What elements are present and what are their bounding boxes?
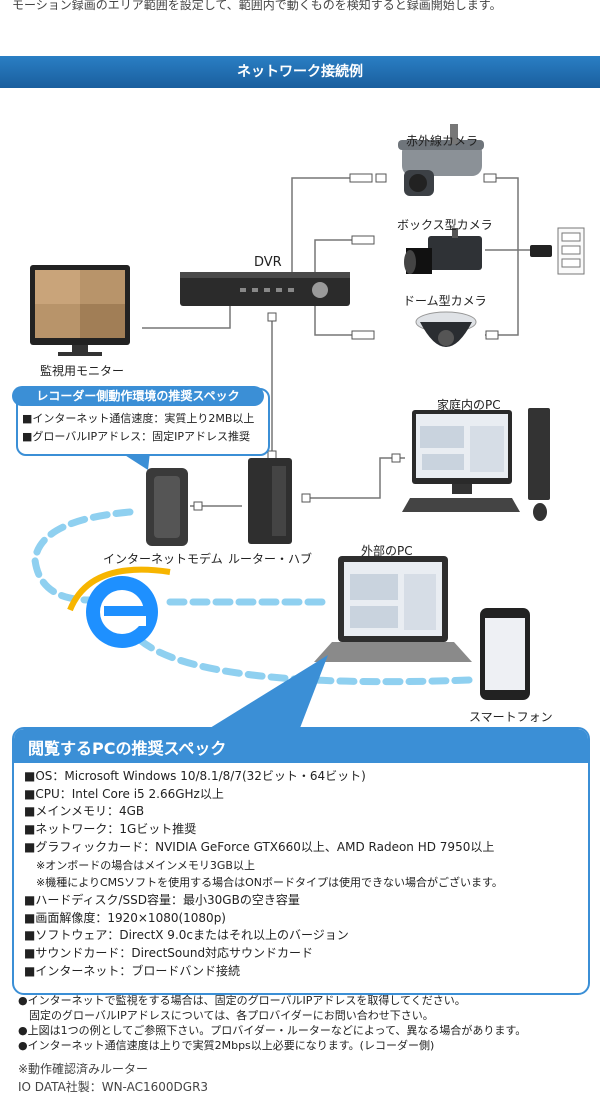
recorder-spec-list: ■インターネット通信速度：実質上り2MB以上 ■グローバルIPアドレス：固定IP… [22, 410, 254, 446]
surveillance-monitor-icon [30, 265, 130, 356]
network-diagram [30, 124, 585, 728]
pc-spec-title: 閲覧するPCの推奨スペック [28, 739, 227, 758]
note-item: 固定のグローバルIPアドレスについては、各プロバイダーにお問い合わせ下さい。 [18, 1009, 434, 1022]
note-item: ●インターネットで監視をする場合は、固定のグローバルIPアドレスを取得してくださ… [18, 994, 466, 1007]
footer-note: ※動作確認済みルーター [18, 1062, 149, 1076]
home-pc-label: 家庭内のPC [437, 398, 501, 412]
power-outlet-icon [530, 227, 585, 275]
recorder-spec-pointer [120, 452, 150, 470]
pc-spec-box: 閲覧するPCの推奨スペック [12, 727, 590, 995]
pc-spec-item: ■ソフトウェア：DirectX 9.0cまたはそれ以上のバージョン [24, 928, 349, 943]
pc-spec-item: ■グラフィックカード：NVIDIA GeForce GTX660以上、AMD R… [24, 839, 495, 854]
pc-spec-pointer [210, 655, 328, 728]
pc-spec-item: ■ネットワーク：1Gビット推奨 [24, 822, 197, 837]
pc-spec-item: ■インターネット：ブロードバンド接続 [24, 963, 240, 978]
smartphone-icon [480, 608, 530, 700]
pc-spec-subnote: ※オンボードの場合はメインメモリ3GB以上 [36, 858, 255, 872]
router-hub-icon [248, 458, 292, 544]
notes-list: ●インターネットで監視をする場合は、固定のグローバルIPアドレスを取得してくださ… [18, 993, 526, 1053]
monitor-label: 監視用モニター [40, 364, 125, 378]
pc-spec-item: ■OS：Microsoft Windows 10/8.1/8/7(32ビット・6… [24, 769, 366, 783]
ir-camera-label: 赤外線カメラ [406, 134, 479, 148]
intro-text: モーション録画のエリア範囲を設定して、範囲内で動くものを検知すると録画開始します… [12, 0, 502, 12]
dome-camera-icon [415, 311, 477, 347]
pc-spec-item: ■CPU：Intel Core i5 2.66GHz以上 [24, 786, 224, 801]
footer-model: IO DATA社製：WN-AC1600DGR3 [18, 1080, 209, 1094]
cables [142, 177, 545, 507]
note-item: ●インターネット通信速度は上りで実質2Mbps以上必要になります。(レコーダー側… [18, 1039, 435, 1052]
dvr-icon [180, 272, 350, 306]
pc-spec-subnote: ※機種によりCMSソフトを使用する場合はONボードタイプは使用できない場合がござ… [36, 876, 503, 890]
pc-spec-list: ■OS：Microsoft Windows 10/8.1/8/7(32ビット・6… [24, 768, 503, 980]
section-header: ネットワーク接続例 [0, 56, 600, 88]
router-label: ルーター・ハブ [228, 552, 313, 566]
pc-spec-header: 閲覧するPCの推奨スペック [14, 729, 588, 763]
modem-label: インターネットモデム [103, 552, 223, 566]
browser-logo-icon [67, 566, 171, 648]
dvr-label: DVR [254, 255, 282, 270]
recorder-spec-item: ■インターネット通信速度：実質上り2MB以上 [22, 412, 255, 425]
pc-spec-item: ■ハードディスク/SSD容量：最小30GBの空き容量 [24, 892, 300, 907]
section-title: ネットワーク接続例 [237, 64, 363, 80]
note-item: ●上図は1つの例としてご参照下さい。プロバイダー・ルーターなどによって、異なる場… [18, 1024, 527, 1037]
smartphone-label: スマートフォン [469, 710, 553, 724]
pc-spec-item: ■メインメモリ：4GB [24, 804, 145, 819]
home-pc-icon [402, 408, 550, 521]
internet-connections [31, 508, 474, 686]
ir-camera-icon [398, 124, 484, 196]
box-camera-icon [404, 228, 482, 274]
outside-pc-label: 外部のPC [361, 544, 413, 558]
dome-camera-label: ドーム型カメラ [403, 294, 487, 308]
internet-modem-icon [146, 468, 188, 546]
outside-pc-icon [314, 556, 472, 662]
connectors [193, 173, 499, 511]
recorder-spec-title: レコーダー側動作環境の推奨スペック [12, 386, 264, 406]
pc-spec-item: ■画面解像度：1920×1080(1080p) [24, 910, 226, 925]
recorder-spec-item: ■グローバルIPアドレス：固定IPアドレス推奨 [22, 430, 251, 443]
box-camera-label: ボックス型カメラ [397, 218, 493, 232]
pc-spec-item: ■サウンドカード：DirectSound対応サウンドカード [24, 946, 314, 961]
